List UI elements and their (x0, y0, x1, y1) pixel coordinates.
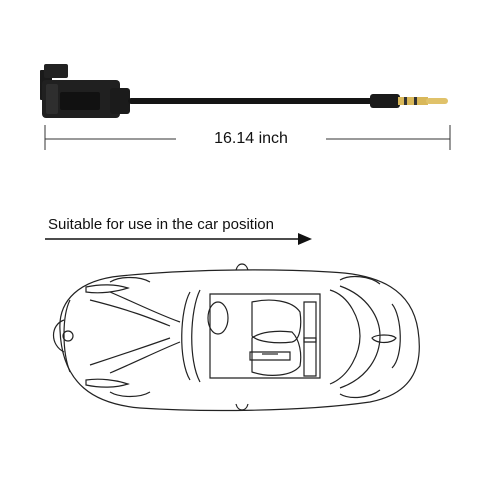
usage-caption: Suitable for use in the car position (48, 216, 274, 233)
convertible-car-top-view-icon (52, 263, 420, 412)
arrow-right-icon (45, 233, 312, 245)
mmi-to-aux-cable-icon (40, 64, 448, 118)
cable-length-label: 16.14 inch (176, 129, 326, 149)
